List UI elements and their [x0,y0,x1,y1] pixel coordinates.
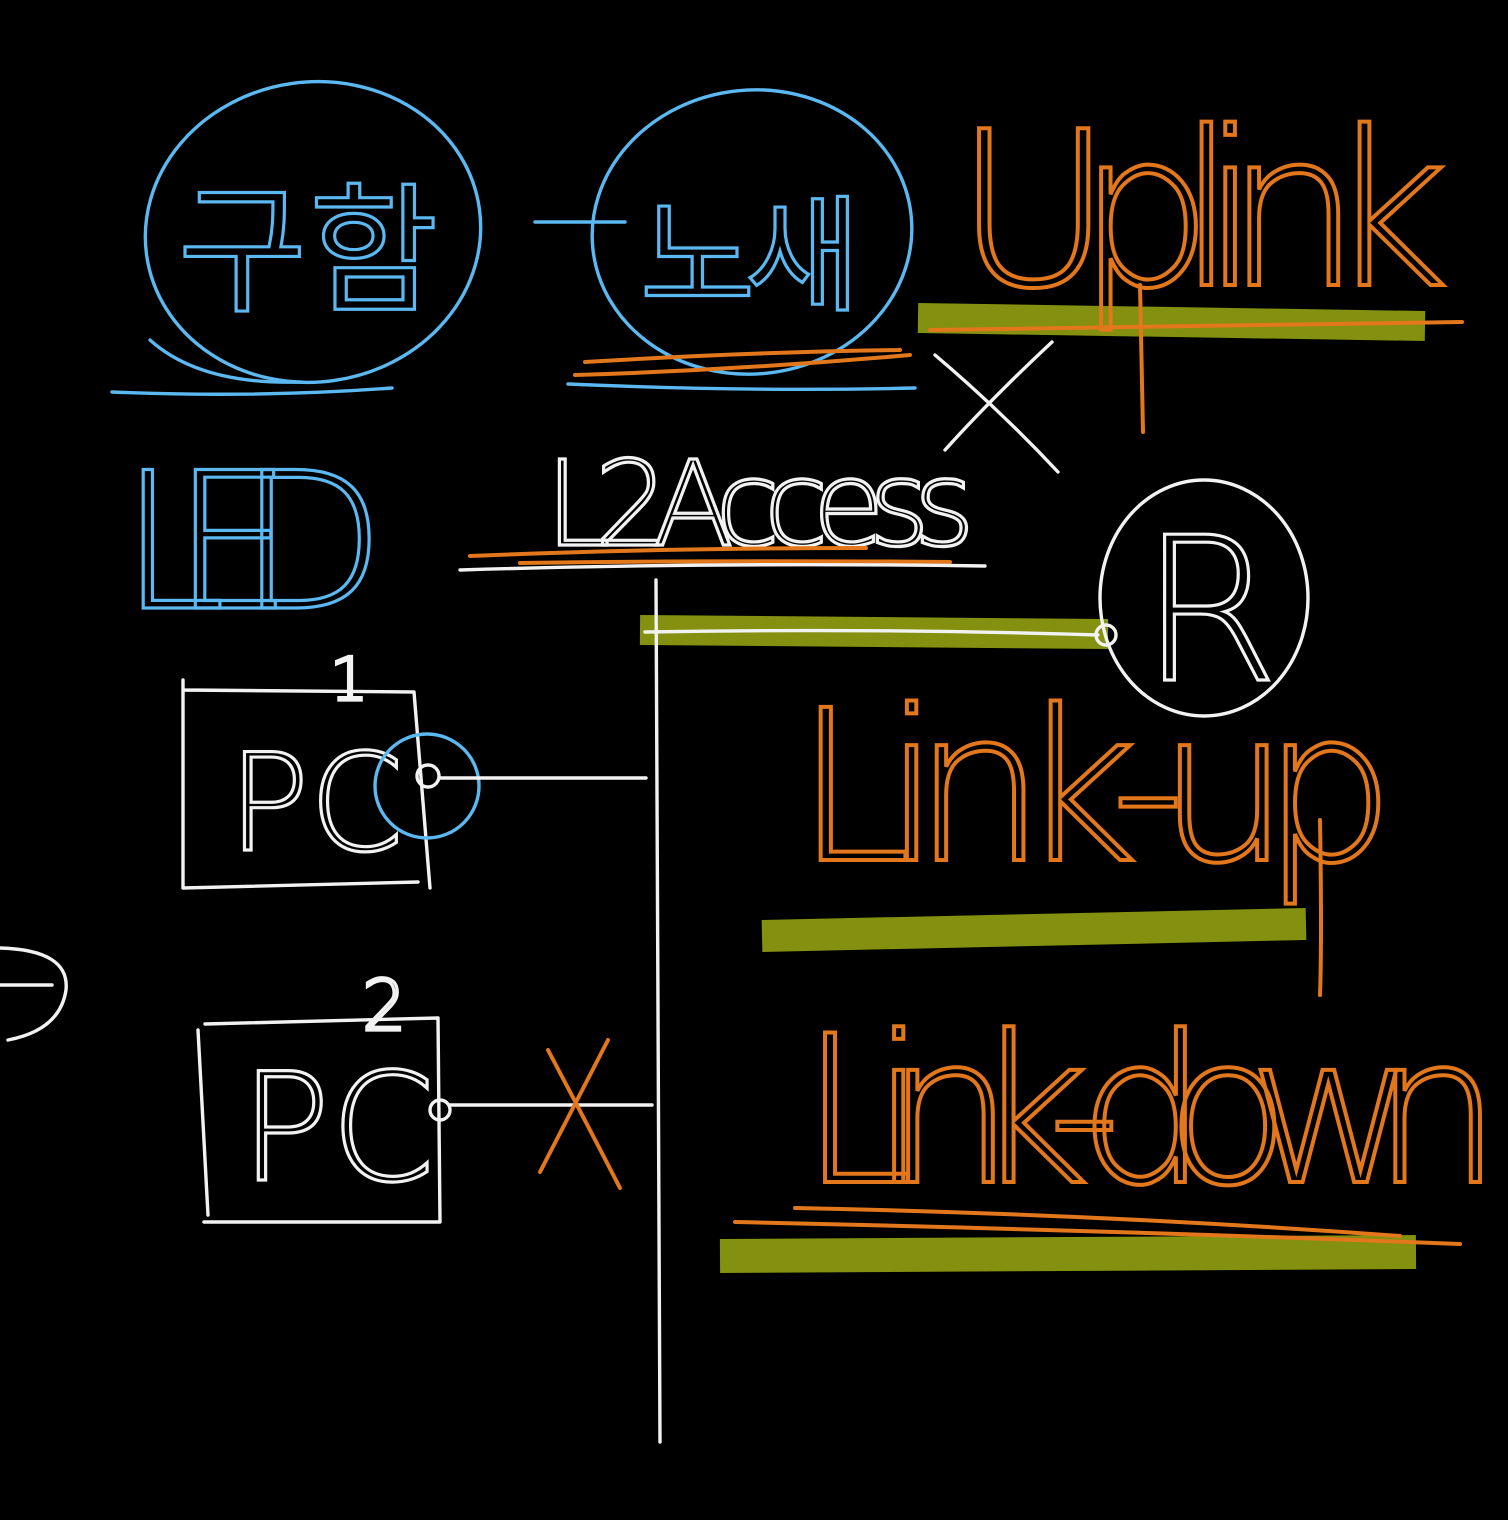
korean-left-label: 구함 [178,171,438,334]
pc1-port-highlight-circle [373,732,481,840]
switch-vertical-line [654,578,662,1444]
pc2-group: PC 2 [196,963,654,1224]
left-edge-symbol [0,946,68,1042]
l2-access-underline-white [458,562,987,572]
korean-left-circle [143,79,483,385]
pc2-number: 2 [362,965,407,1047]
router-circle [1098,478,1310,718]
router-link-line [643,628,1100,637]
uplink-underline [928,320,1464,332]
pc2-link-cross-mark [538,1038,622,1190]
router-label: R [1140,495,1279,728]
link-down-label: Link-down [800,993,1502,1231]
l2-access-underline-orange [468,546,952,565]
link-down-highlight [719,1235,1417,1273]
korean-right-group: 노새 [533,88,917,392]
korean-right-blue-underline [566,382,917,392]
korean-left-underline [110,338,394,396]
pc1-box [181,678,432,890]
pc2-label: PC [240,1042,435,1216]
pc1-port [415,763,441,789]
uplink-label: Uplink [955,85,1450,336]
korean-right-orange-underline [573,348,912,377]
link-up-highlight [761,908,1307,952]
pc1-number: 1 [330,645,368,715]
link-down-underline-1 [733,1220,1462,1246]
pc1-group: PC 1 [181,643,648,890]
link-down-underline-2 [793,1206,1402,1238]
router-group: R [1094,478,1310,730]
uplink-p-descender [1138,283,1145,434]
korean-left-group: 구함 [110,79,483,396]
led-label: LED [120,432,385,653]
pc2-port [428,1098,452,1122]
korean-right-label: 노새 [640,185,860,330]
pc1-label: PC [228,725,404,882]
korean-right-circle [590,88,914,376]
link-up-p-descender [1318,818,1323,997]
link-up-label: Link-up [795,665,1395,910]
uplink-cross-mark [933,340,1060,474]
